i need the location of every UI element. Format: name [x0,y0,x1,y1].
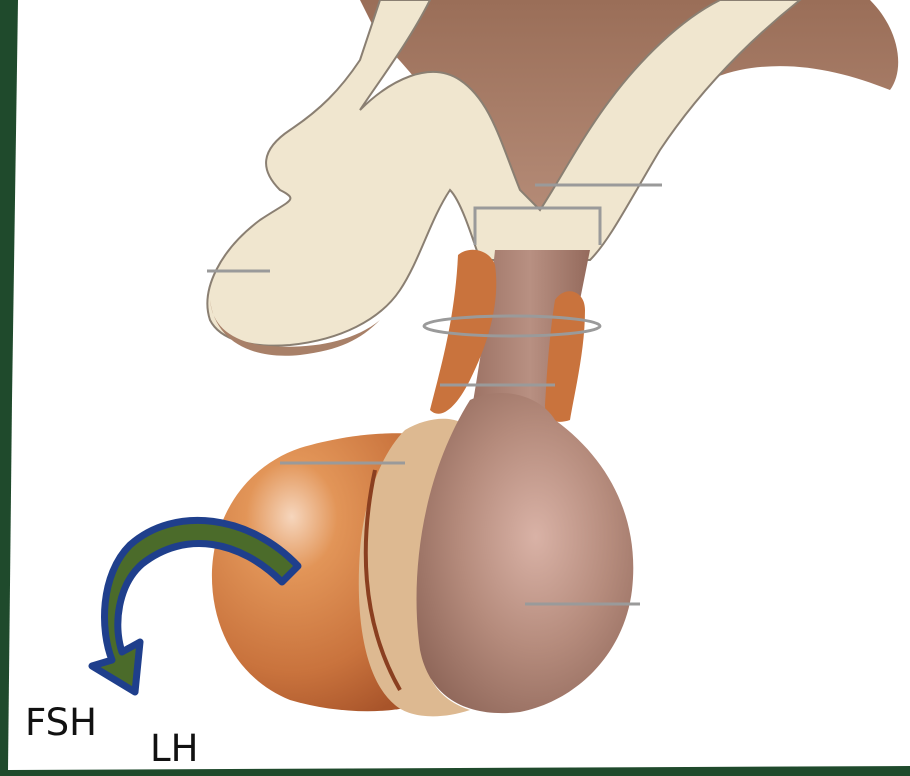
label-lh: LH [150,730,198,767]
label-fsh: FSH [25,704,97,741]
